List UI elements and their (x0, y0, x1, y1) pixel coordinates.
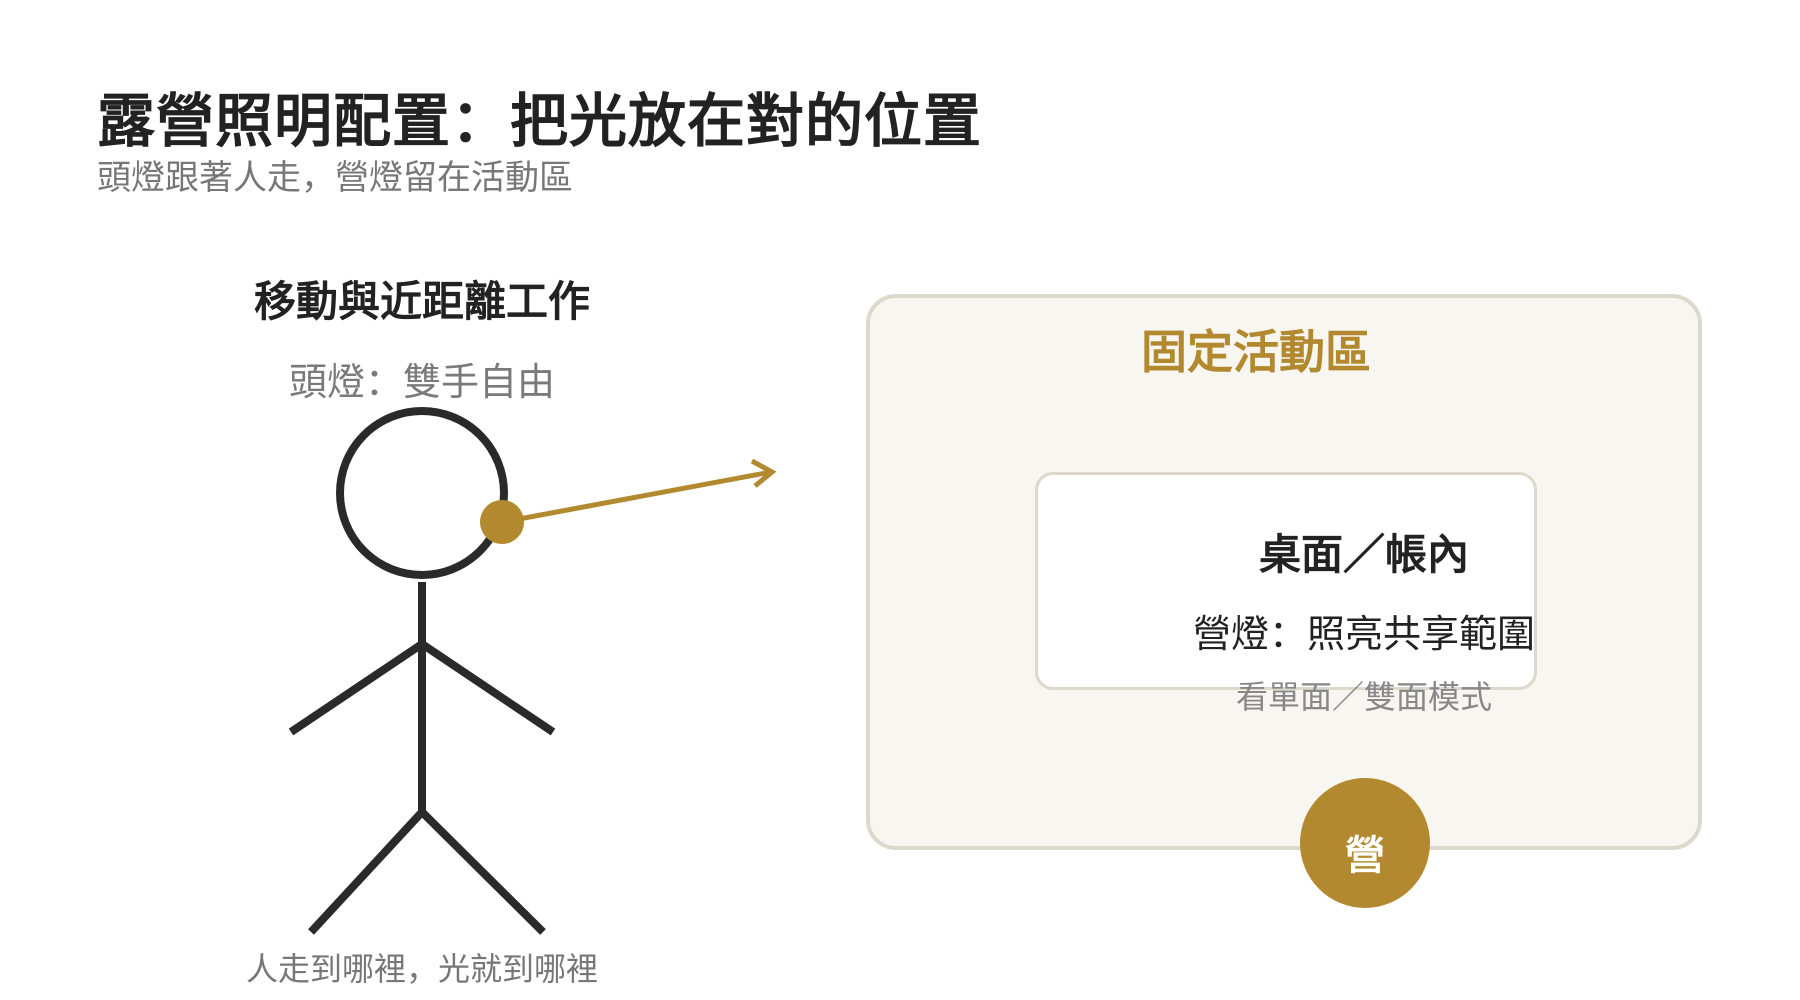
figure-left-leg (308, 809, 425, 935)
table-area-box (1035, 472, 1537, 690)
lantern-note: 看單面／雙面模式 (1235, 678, 1493, 716)
table-heading: 桌面／帳內 (1258, 530, 1470, 579)
headlamp-caption: 人走到哪裡，光就到哪裡 (245, 950, 599, 988)
lantern-badge (1300, 778, 1430, 908)
headlamp-dot (480, 500, 524, 544)
figure-right-leg (419, 809, 546, 935)
figure-left-arm (288, 640, 425, 736)
figure-head (336, 407, 508, 579)
headlamp-heading: 移動與近距離工作 (253, 277, 591, 326)
lantern-badge-label: 營 (1345, 833, 1385, 879)
lantern-label: 營燈：照亮共享範圍 (1192, 612, 1536, 656)
light-beam-arrow (502, 469, 772, 525)
zone-title: 固定活動區 (1141, 325, 1371, 379)
page-subtitle: 頭燈跟著人走，營燈留在活動區 (97, 158, 573, 198)
headlamp-label: 頭燈：雙手自由 (288, 360, 556, 404)
figure-right-arm (419, 640, 556, 736)
page-title: 露營照明配置：把光放在對的位置 (97, 87, 983, 155)
light-beam-arrowhead (750, 458, 777, 488)
